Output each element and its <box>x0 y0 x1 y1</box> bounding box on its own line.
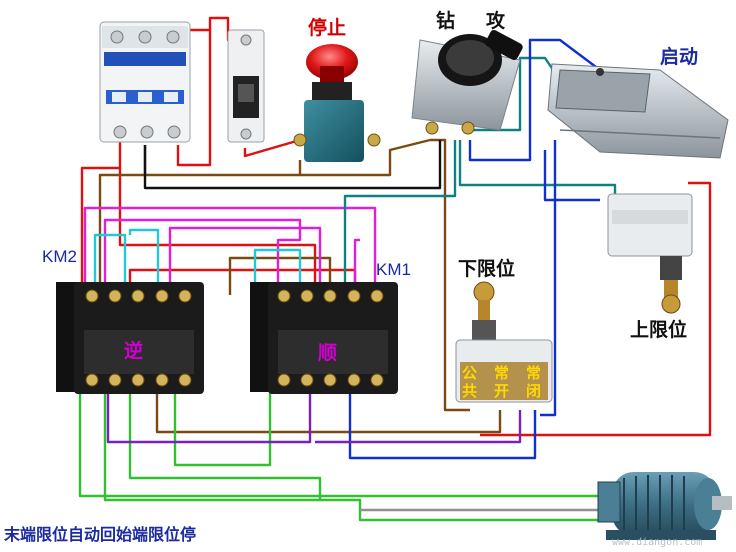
wire-green-a <box>78 385 610 498</box>
forward-label: 顺 <box>318 342 338 364</box>
wire-red-km1-l1 <box>118 168 317 290</box>
upper-limit-switch[interactable] <box>607 193 693 314</box>
wire-brown-c <box>228 256 332 295</box>
wire-black-main <box>143 140 442 190</box>
tap-label: 攻 <box>486 10 506 32</box>
wire-green-b <box>128 385 322 500</box>
wire-blue-c <box>348 385 537 460</box>
wire-brown-stop-to-drill <box>298 138 431 177</box>
wire-red-main <box>80 140 122 300</box>
motor <box>597 472 732 540</box>
circuit-breaker-1p[interactable] <box>227 29 265 143</box>
wire-purple-a <box>106 385 312 444</box>
km1-label: KM1 <box>376 260 411 279</box>
wire-red-upper-limit <box>480 181 712 437</box>
wire-magenta-c <box>168 226 322 290</box>
lower-limit-label: 下限位 <box>458 258 516 280</box>
wire-green-c <box>173 385 272 467</box>
wire-blue-a <box>468 38 601 162</box>
wire-brown-a <box>98 145 147 290</box>
wire-teal-c <box>458 140 617 200</box>
terminal-no-label-1: 常 <box>494 364 510 382</box>
wire-purple-b <box>315 410 522 444</box>
terminal-common-label-1: 公 <box>462 364 478 382</box>
stop-button[interactable] <box>293 44 381 162</box>
wire-red-riser <box>176 30 212 167</box>
wire-brown-lower <box>430 138 470 412</box>
contactor-km2[interactable] <box>56 282 204 394</box>
terminal-nc-label-2: 闭 <box>526 382 542 400</box>
wire-green-d <box>103 385 610 522</box>
reverse-label: 逆 <box>124 340 144 362</box>
stop-label: 停止 <box>308 17 347 39</box>
drill-tap-selector-switch[interactable] <box>411 29 524 135</box>
start-label: 启动 <box>660 46 699 68</box>
foot-switch-start[interactable] <box>547 63 729 159</box>
wire-teal-a <box>343 140 457 290</box>
wire-cyan-a <box>93 233 127 290</box>
wire-cyan-b <box>253 248 302 290</box>
watermark: www.diangon.com <box>612 537 703 548</box>
wire-cyan-c <box>128 228 160 290</box>
wire-red-to-stop <box>243 138 301 158</box>
wire-magenta-b <box>103 218 302 290</box>
wire-teal-b <box>470 56 561 132</box>
wire-magenta-d <box>353 238 360 290</box>
drill-label: 钻 <box>436 10 456 32</box>
circuit-breaker-3p[interactable] <box>99 21 191 143</box>
wire-brown-km2-bottom <box>155 380 502 434</box>
terminal-common-label-2: 共 <box>462 382 478 400</box>
contactor-km1[interactable] <box>250 282 398 394</box>
wire-blue-b <box>540 140 557 417</box>
footer-caption: 末端限位自动回始端限位停 <box>4 525 197 544</box>
wires <box>78 16 712 522</box>
terminal-nc-label-1: 常 <box>526 364 542 382</box>
km2-label: KM2 <box>42 247 77 266</box>
wire-blue-d <box>543 150 600 202</box>
lower-limit-switch[interactable] <box>455 281 553 403</box>
wire-magenta-top <box>83 206 377 290</box>
terminal-no-label-2: 开 <box>494 382 510 400</box>
upper-limit-label: 上限位 <box>630 319 688 341</box>
